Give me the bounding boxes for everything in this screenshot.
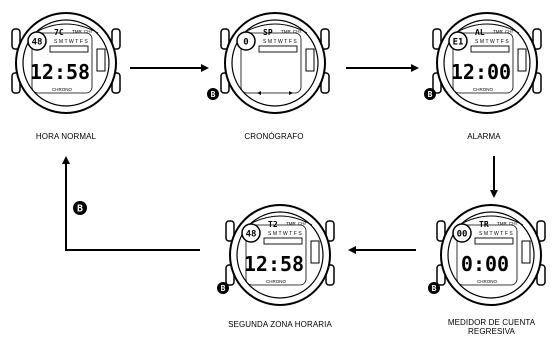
svg-text:AL: AL bbox=[475, 28, 485, 37]
button-b-icon: B bbox=[207, 88, 219, 100]
svg-text:CHI: CHI bbox=[84, 29, 92, 34]
caption-alarma: ALARMA bbox=[467, 132, 501, 141]
svg-text:12:58: 12:58 bbox=[244, 252, 304, 276]
arrow-zona-to-hora bbox=[62, 156, 200, 251]
watch-hora-normal: 48 7C TMR CHI SMTWTFS 12:58 CHRONO bbox=[11, 12, 121, 114]
svg-text:SMTWTFS: SMTWTFS bbox=[268, 231, 303, 237]
svg-text:TMR: TMR bbox=[72, 29, 82, 34]
caption-segunda-zona-horaria: SEGUNDA ZONA HORARIA bbox=[228, 320, 332, 329]
loop-button-b-icon: B bbox=[73, 201, 87, 215]
svg-text:CHRONO: CHRONO bbox=[473, 87, 493, 92]
caption-medidor-line-1: MEDIDOR DE CUENTA bbox=[447, 318, 536, 327]
svg-text:TMR: TMR bbox=[497, 221, 507, 226]
svg-text:7C: 7C bbox=[54, 28, 64, 37]
watch-segunda-zona-horaria: 48 T2 TMR CHI SMTWTFS 12:58 CHRONO bbox=[225, 204, 335, 306]
svg-text:CHI: CHI bbox=[505, 29, 513, 34]
svg-text:0:00: 0:00 bbox=[461, 252, 509, 276]
svg-text:00: 00 bbox=[457, 230, 468, 240]
svg-text:B: B bbox=[211, 90, 216, 99]
button-b-icon: B bbox=[217, 282, 229, 294]
watch-cronografo: 0 SP TMR CHI SMTWTFS bbox=[220, 12, 330, 114]
button-b-icon: B bbox=[424, 88, 436, 100]
svg-text:0: 0 bbox=[243, 38, 248, 48]
svg-text:B: B bbox=[77, 204, 83, 215]
svg-text:CHI: CHI bbox=[298, 221, 306, 226]
svg-text:SMTWTFS: SMTWTFS bbox=[263, 39, 298, 45]
svg-text:CHRONO: CHRONO bbox=[477, 279, 497, 284]
svg-text:48: 48 bbox=[32, 38, 43, 48]
button-b-icon: B bbox=[428, 282, 440, 294]
svg-text:SMTWTFS: SMTWTFS bbox=[475, 39, 510, 45]
svg-text:CHRONO: CHRONO bbox=[266, 279, 286, 284]
svg-text:CHRONO: CHRONO bbox=[52, 87, 72, 92]
svg-text:TMR: TMR bbox=[493, 29, 503, 34]
svg-text:SMTWTFS: SMTWTFS bbox=[54, 39, 89, 45]
svg-text:B: B bbox=[432, 284, 437, 293]
svg-text:B: B bbox=[221, 284, 226, 293]
svg-text:CHI: CHI bbox=[293, 29, 301, 34]
caption-hora-normal: HORA NORMAL bbox=[35, 132, 97, 141]
svg-text:TR: TR bbox=[479, 220, 489, 229]
watch-medidor-cuenta-regresiva: 00 TR TMR CHI SMTWTFS 0:00 CHRONO bbox=[436, 204, 546, 306]
svg-text:12:58: 12:58 bbox=[30, 60, 90, 84]
svg-text:B: B bbox=[428, 90, 433, 99]
caption-cronografo: CRONÓGRAFO bbox=[244, 132, 304, 141]
caption-medidor-line-2: REGRESIVA bbox=[468, 327, 515, 336]
svg-text:CHI: CHI bbox=[509, 221, 517, 226]
caption-medidor: MEDIDOR DE CUENTA REGRESIVA bbox=[434, 318, 549, 336]
svg-text:TMR: TMR bbox=[281, 29, 291, 34]
svg-text:SP: SP bbox=[263, 28, 273, 37]
watch-alarma: E1 AL TMR CHI SMTWTFS 12:00 CHRONO bbox=[432, 12, 542, 114]
svg-text:SMTWTFS: SMTWTFS bbox=[479, 231, 514, 237]
svg-text:12:00: 12:00 bbox=[451, 60, 511, 84]
svg-text:T2: T2 bbox=[268, 220, 278, 229]
svg-text:E1: E1 bbox=[453, 38, 464, 48]
svg-text:TMR: TMR bbox=[286, 221, 296, 226]
svg-text:48: 48 bbox=[246, 230, 257, 240]
